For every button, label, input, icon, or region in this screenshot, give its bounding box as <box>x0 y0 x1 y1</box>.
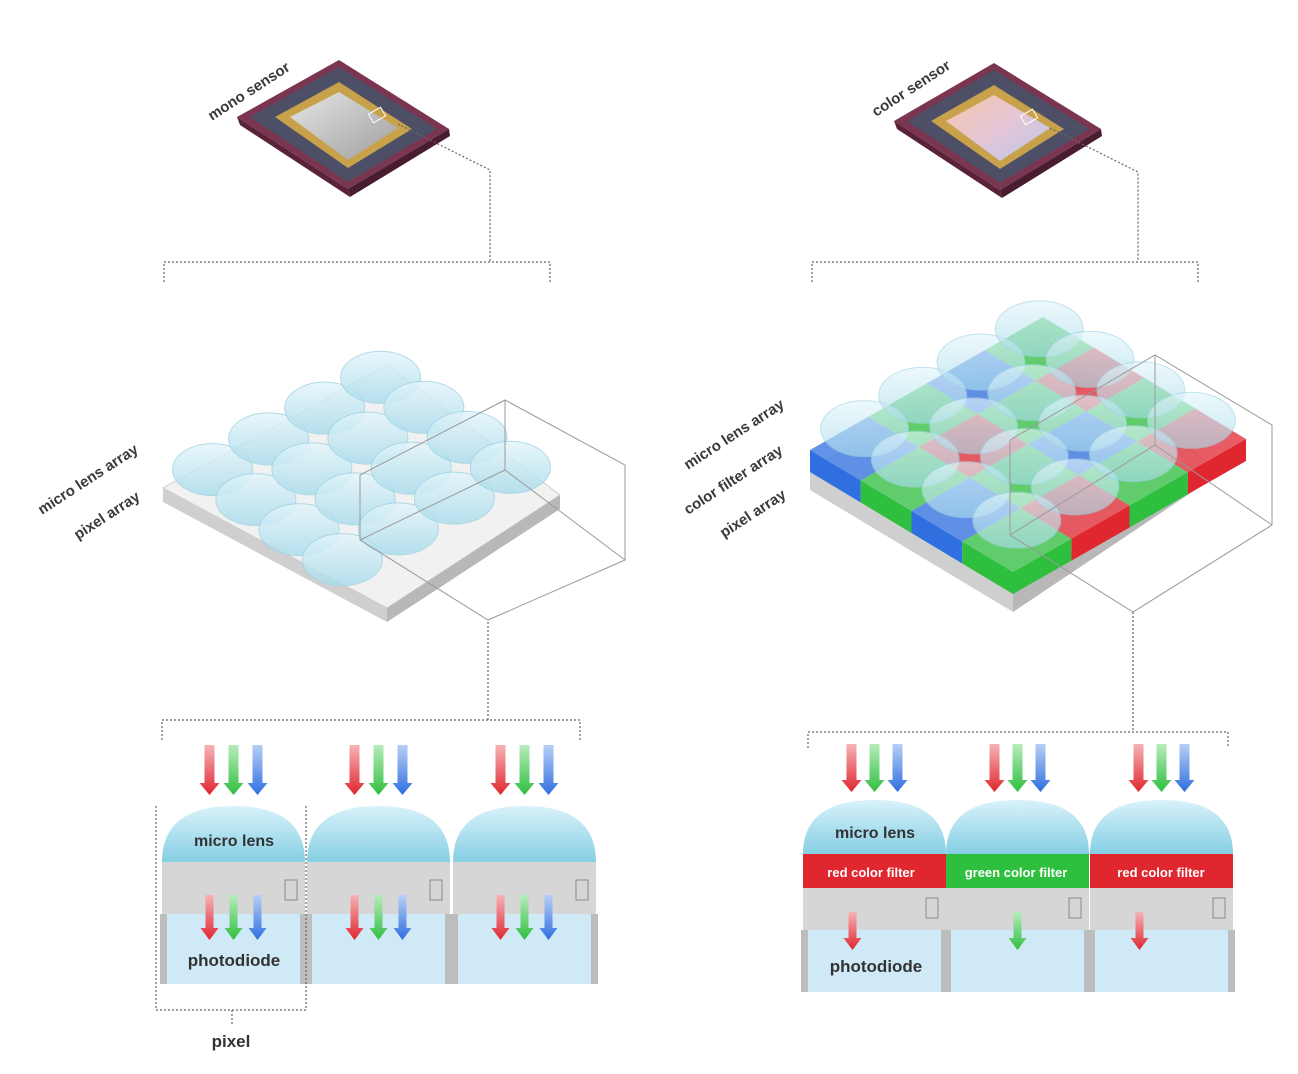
pixel-wall <box>591 914 598 984</box>
color-filter-side <box>1187 439 1246 495</box>
mono-sensor-chip <box>237 60 450 197</box>
color-filter-side <box>911 511 963 564</box>
mono-crosssection-bracket <box>161 719 581 740</box>
color-sensor-chip <box>894 63 1102 198</box>
color-filter-side <box>1071 505 1130 561</box>
light-arrow-icon <box>864 744 885 792</box>
micro-lens <box>301 533 383 587</box>
mono-micro-lens-label: micro lens <box>194 833 274 850</box>
light-arrow-icon <box>224 895 243 940</box>
light-arrow-icon <box>368 745 389 795</box>
color-crosssection-bracket <box>807 731 1229 748</box>
color-filter-label-1: green color filter <box>965 865 1068 880</box>
micro-lens-dome <box>803 800 946 854</box>
contact-pad <box>575 879 589 901</box>
wiring-layer <box>1090 888 1233 930</box>
light-arrow-icon <box>200 895 219 940</box>
light-arrow-icon <box>1130 912 1149 950</box>
light-arrow-icon <box>369 895 388 940</box>
pixel-wall <box>451 914 458 984</box>
photodiode <box>1090 930 1233 992</box>
light-arrow-icon <box>1007 744 1028 792</box>
color-micro-lens-label: micro lens <box>835 825 915 842</box>
pixel-wall <box>160 914 167 984</box>
micro-lens-dome <box>946 800 1089 854</box>
photodiode <box>803 930 946 992</box>
color-cross-section <box>801 744 1235 992</box>
mono-cross-section <box>160 745 598 984</box>
light-arrow-icon <box>887 744 908 792</box>
light-arrow-icon <box>514 745 535 795</box>
light-arrow-icon <box>490 745 511 795</box>
contact-pad <box>1212 897 1226 919</box>
mono-chip-connector <box>397 123 491 262</box>
color-filter-side <box>860 480 912 533</box>
color-filter-side <box>962 541 1013 594</box>
micro-lens-dome <box>1090 800 1233 854</box>
light-arrow-icon <box>248 895 267 940</box>
pixel-wall <box>305 914 312 984</box>
color-chip-connector <box>1049 127 1139 262</box>
color-filter-block <box>946 854 1089 888</box>
light-arrow-icon <box>344 745 365 795</box>
light-arrow-icon <box>539 895 558 940</box>
pixel-wall <box>1088 930 1095 992</box>
mono-pixel-bracket <box>155 806 307 1011</box>
mono-array-bracket <box>163 261 551 282</box>
light-arrow-icon <box>1128 744 1149 792</box>
light-arrow-icon <box>538 745 559 795</box>
light-arrow-icon <box>223 745 244 795</box>
micro-lens <box>972 491 1062 549</box>
pixel-wall <box>1084 930 1091 992</box>
micro-lens <box>469 440 551 494</box>
pixel-label: pixel <box>212 1032 251 1051</box>
light-arrow-icon <box>345 895 364 940</box>
light-arrow-icon <box>843 912 862 950</box>
color-filter-side <box>1013 538 1072 594</box>
micro-lens-dome <box>453 806 596 862</box>
micro-lens-dome <box>307 806 450 862</box>
light-arrow-icon <box>515 895 534 940</box>
pixel-wall <box>300 914 307 984</box>
light-arrow-icon <box>1151 744 1172 792</box>
color-filter-label-2: red color filter <box>1117 865 1204 880</box>
pixel-wall <box>445 914 452 984</box>
light-arrow-icon <box>1008 912 1027 950</box>
contact-pad <box>925 897 939 919</box>
mono-layer-label-1: pixel array <box>71 488 144 543</box>
contact-pad <box>284 879 298 901</box>
micro-lens <box>357 502 439 556</box>
pixel-wall <box>801 930 808 992</box>
color-micro-lens-array <box>820 300 1236 549</box>
light-arrow-icon <box>393 895 412 940</box>
light-arrow-icon <box>1174 744 1195 792</box>
light-arrow-icon <box>247 745 268 795</box>
color-filter-label-0: red color filter <box>827 865 914 880</box>
color-layer-label-2: pixel array <box>717 486 790 541</box>
pixel-wall <box>1228 930 1235 992</box>
light-arrow-icon <box>491 895 510 940</box>
mono-photodiode-label: photodiode <box>188 951 281 970</box>
light-arrow-icon <box>841 744 862 792</box>
micro-lens <box>1147 391 1236 449</box>
light-arrow-icon <box>984 744 1005 792</box>
color-filter-block <box>1090 854 1233 888</box>
contact-pad <box>1068 897 1082 919</box>
contact-pad <box>429 879 443 901</box>
wiring-layer <box>803 888 946 930</box>
color-filter-side <box>810 450 861 503</box>
pixel-wall <box>944 930 951 992</box>
mono-micro-lens-array <box>172 350 551 587</box>
color-filter-block <box>803 854 946 888</box>
micro-lens <box>1030 458 1120 516</box>
color-photodiode-label: photodiode <box>830 957 923 976</box>
color-filter-side <box>1129 472 1188 528</box>
light-arrow-icon <box>392 745 413 795</box>
light-arrow-icon <box>199 745 220 795</box>
micro-lens-dome <box>162 806 305 862</box>
light-arrow-icon <box>1030 744 1051 792</box>
color-array-bracket <box>811 261 1199 282</box>
